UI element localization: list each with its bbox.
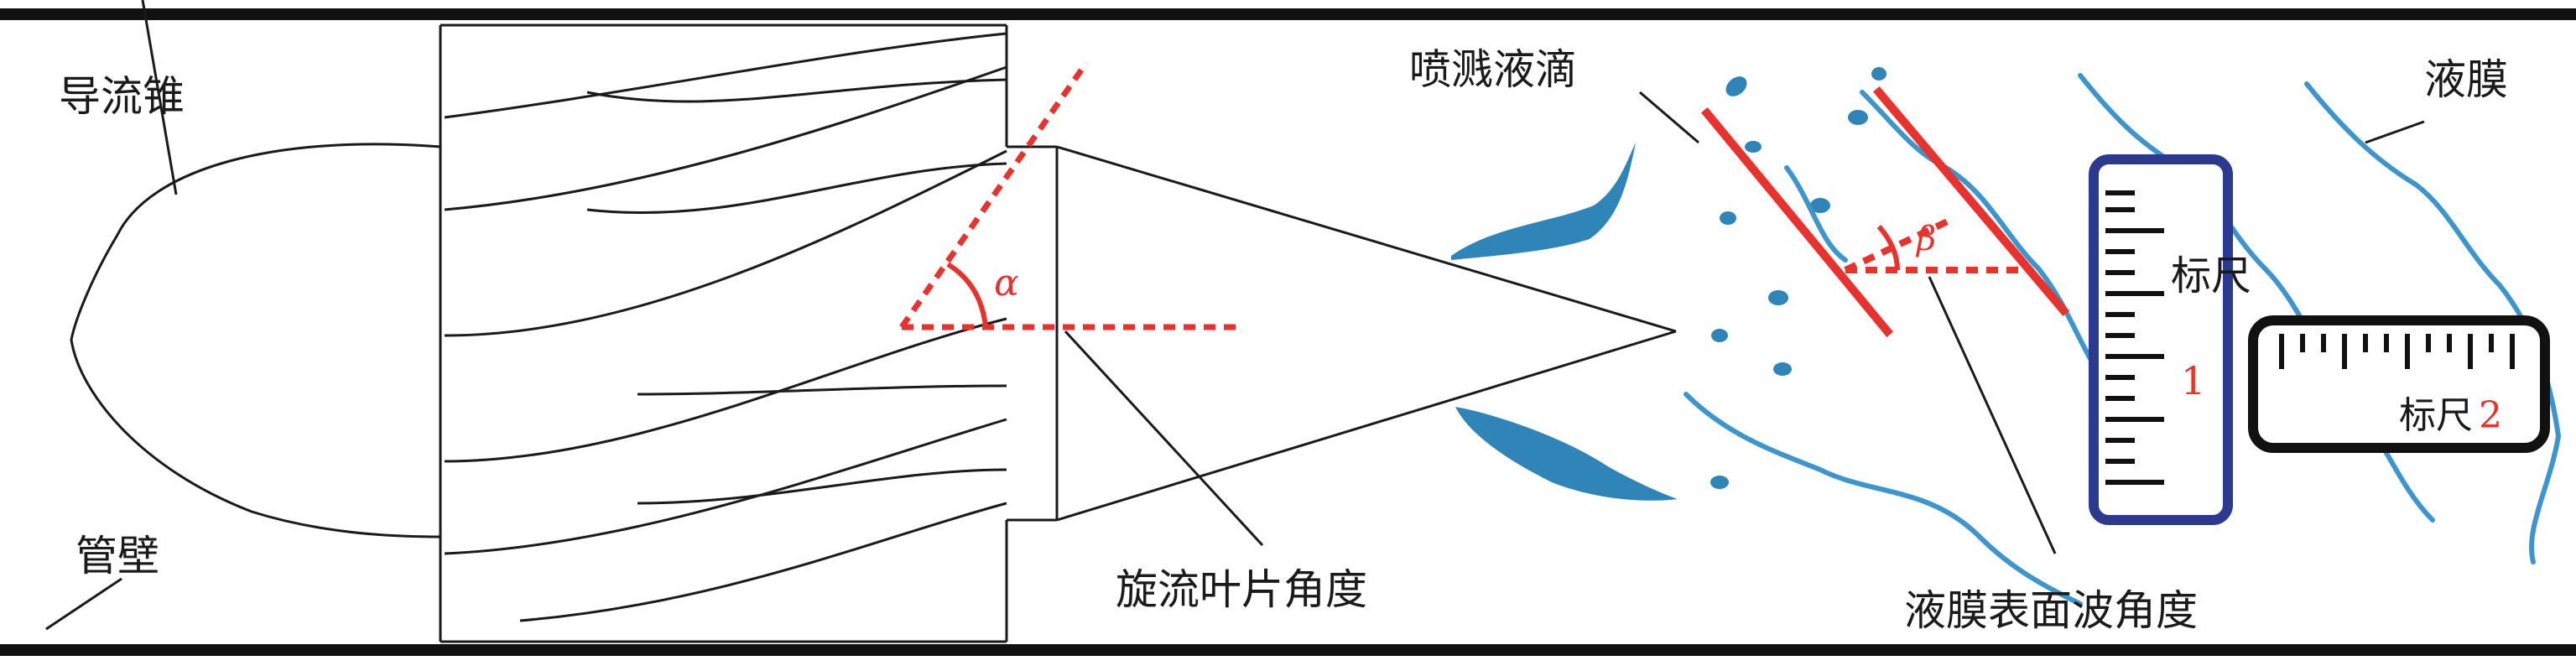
film-wave-markers — [1700, 86, 2070, 338]
swirl-angle-leader — [1064, 330, 1264, 547]
ruler-1-number: 1 — [2181, 358, 2205, 403]
beta-arc — [1876, 225, 1900, 271]
liquid-film-leader — [2365, 120, 2425, 144]
spray-droplets-leader — [1639, 91, 1699, 144]
guide-cone — [70, 143, 441, 538]
ruler-2-number: 2 — [2479, 394, 2502, 437]
droplet-upper-large — [1451, 143, 1636, 260]
label-guide-cone: 导流锥 — [59, 72, 185, 121]
label-swirl-vane-angle: 旋流叶片角度 — [1116, 565, 1367, 614]
alpha-ref-vane — [899, 60, 1089, 330]
label-pipe-wall: 管壁 — [75, 532, 159, 580]
film-wave-angle-leader — [1928, 276, 2057, 554]
spray-droplets — [1710, 67, 1886, 489]
downstream-cone — [1007, 145, 1677, 522]
alpha-symbol: α — [994, 262, 1019, 304]
beta-symbol: β — [1915, 220, 1936, 258]
ruler-1-frame — [2089, 154, 2233, 525]
beta-ref-wave — [1844, 215, 1956, 273]
ruler-2-label: 标尺 — [2399, 394, 2473, 437]
swirler-body — [439, 23, 1008, 643]
droplet-lower-large — [1455, 407, 1678, 501]
pipe-wall-top — [0, 8, 2576, 20]
pipe-wall-bottom — [0, 644, 2576, 656]
ruler-2-ticks — [2279, 334, 2515, 369]
label-liquid-film: 液膜 — [2424, 55, 2508, 104]
label-spray-droplets: 喷溅液滴 — [1409, 45, 1577, 94]
ruler-1-ticks — [2105, 190, 2164, 485]
pipe-wall-leader — [45, 577, 122, 631]
label-film-wave-angle: 液膜表面波角度 — [1904, 586, 2198, 635]
ruler-1-label: 标尺 — [2171, 252, 2251, 299]
alpha-arc — [946, 262, 988, 328]
guide-cone-leader — [141, 0, 178, 195]
